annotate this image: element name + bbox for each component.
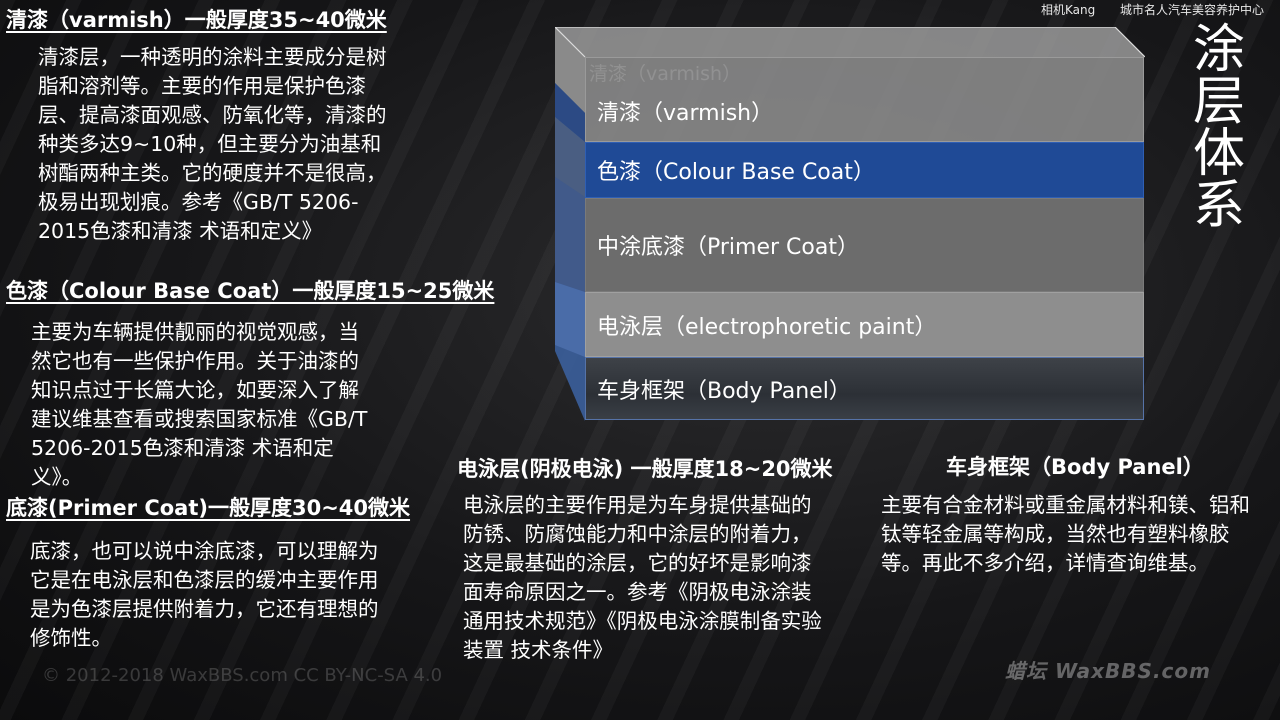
diagram-side bbox=[555, 27, 1145, 421]
license-watermark: © 2012-2018 WaxBBS.com CC BY-NC-SA 4.0 bbox=[42, 665, 443, 686]
title-char: 层 bbox=[1192, 72, 1245, 132]
layer-ecoat-label: 电泳层（electrophoretic paint） bbox=[597, 314, 937, 340]
title-char: 系 bbox=[1192, 176, 1245, 236]
layer-basecoat-label: 色漆（Colour Base Coat） bbox=[597, 160, 875, 185]
layer-primer-label: 中涂底漆（Primer Coat） bbox=[597, 235, 859, 260]
title-char: 体 bbox=[1192, 124, 1245, 184]
body-panel-text: 主要有合金材料或重金属材料和镁、铝和钛等轻金属等构成，当然也有塑料橡胶等。再此不… bbox=[881, 493, 1250, 575]
body-panel-heading: 车身框架（Body Panel） bbox=[946, 455, 1204, 479]
primer-text: 底漆，也可以说中涂底漆，可以理解为它是在电泳层和色漆层的缓冲主要作用是为色漆层提… bbox=[30, 539, 379, 650]
clearcoat-text: 清漆层，一种透明的涂料主要成分是树脂和溶剂等。主要的作用是保护色漆层、提高漆面观… bbox=[38, 45, 387, 243]
page-title: 涂 层 体 系 bbox=[1189, 24, 1249, 232]
org-credit: 城市名人汽车美容养护中心 bbox=[1120, 3, 1265, 17]
layer-clearcoat-ghost: 清漆（varmish） bbox=[589, 63, 742, 85]
layer-clearcoat-label: 清漆（varmish） bbox=[597, 101, 774, 126]
layer-primer: 中涂底漆（Primer Coat） bbox=[585, 198, 1144, 292]
ecoat-heading: 电泳层(阴极电泳) 一般厚度18~20微米 bbox=[457, 457, 833, 481]
layer-ecoat: 电泳层（electrophoretic paint） bbox=[585, 292, 1144, 357]
layer-basecoat: 色漆（Colour Base Coat） bbox=[585, 142, 1144, 198]
coating-layers-diagram: 清漆（varmish） 清漆（varmish） 色漆（Colour Base C… bbox=[555, 27, 1145, 421]
clearcoat-heading: 清漆（varmish）一般厚度35~40微米 bbox=[6, 8, 387, 32]
layer-body-panel-label: 车身框架（Body Panel） bbox=[597, 378, 851, 404]
primer-heading: 底漆(Primer Coat)一般厚度30~40微米 bbox=[6, 496, 411, 520]
ecoat-text: 电泳层的主要作用是为车身提供基础的防锈、防腐蚀能力和中涂层的附着力，这是最基础的… bbox=[463, 493, 822, 662]
brand-watermark: 蜡坛 WaxBBS.com bbox=[1005, 659, 1211, 683]
layer-body-panel: 车身框架（Body Panel） bbox=[585, 357, 1144, 420]
basecoat-heading: 色漆（Colour Base Coat）一般厚度15~25微米 bbox=[6, 279, 495, 303]
layer-clearcoat: 清漆（varmish） bbox=[585, 57, 1144, 142]
author-credit: 相机Kang bbox=[1041, 3, 1096, 17]
title-char: 涂 bbox=[1192, 20, 1245, 80]
basecoat-text: 主要为车辆提供靓丽的视觉观感，当然它也有一些保护作用。关于油漆的知识点过于长篇大… bbox=[31, 320, 368, 489]
